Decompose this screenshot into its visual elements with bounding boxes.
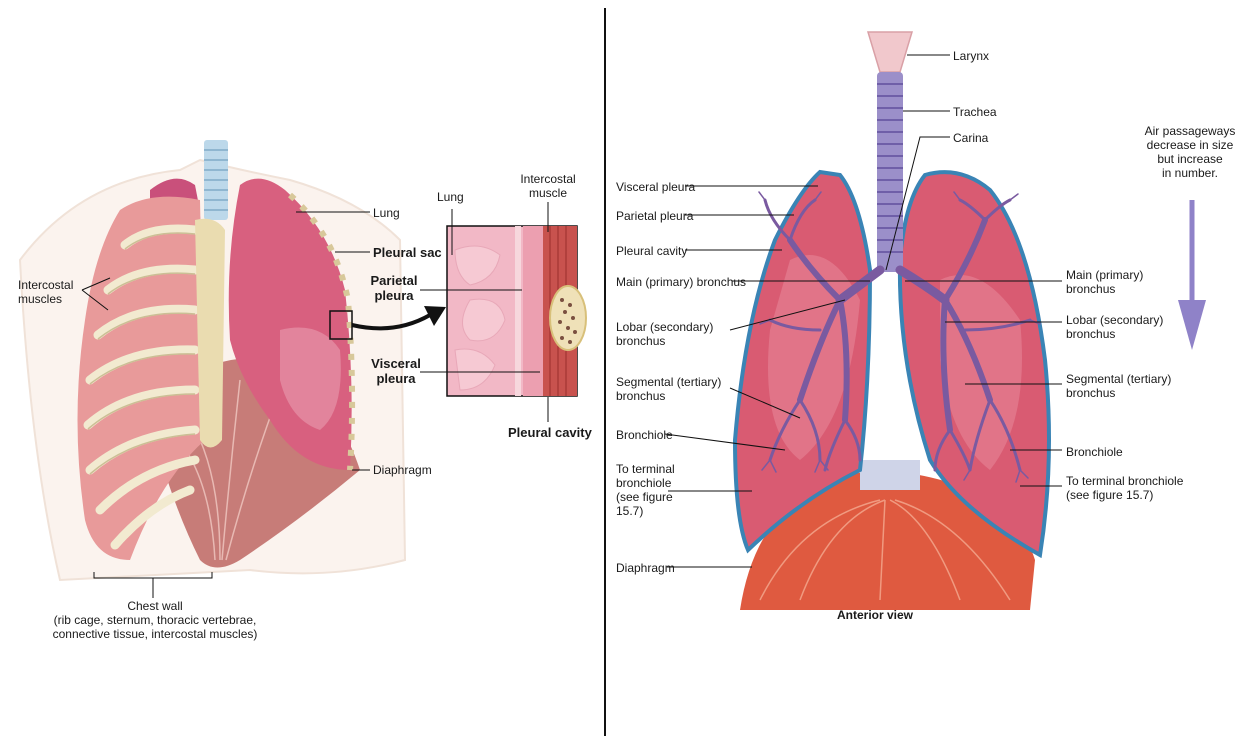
label-bronchiole-left: Bronchiole — [616, 428, 673, 442]
air-passageways-note: Air passageways decrease in size but inc… — [1140, 124, 1239, 180]
view-caption: Anterior view — [820, 608, 930, 623]
label-visceral-pleura: Visceral pleura — [616, 180, 695, 194]
label-diaphragm-right: Diaphragm — [616, 561, 675, 575]
label-main-bronchus-left: Main (primary) bronchus — [616, 275, 746, 289]
inset-label-visceral-pleura: Visceral pleura — [368, 356, 424, 386]
label-pleural-sac: Pleural sac — [373, 245, 442, 260]
label-diaphragm-left: Diaphragm — [373, 463, 432, 477]
label-main-bronchus-right: Main (primary) bronchus — [1066, 268, 1143, 296]
larynx — [868, 32, 912, 72]
label-terminal-bronchiole-left: To terminal bronchiole (see figure 15.7) — [616, 462, 675, 518]
pleura-inset — [447, 226, 586, 396]
label-pleural-cavity: Pleural cavity — [616, 244, 687, 258]
label-bronchiole-right: Bronchiole — [1066, 445, 1123, 459]
label-segmental-bronchus-left: Segmental (tertiary) bronchus — [616, 375, 721, 403]
label-lobar-bronchus-left: Lobar (secondary) bronchus — [616, 320, 713, 348]
label-terminal-bronchiole-right: To terminal bronchiole (see figure 15.7) — [1066, 474, 1183, 502]
label-lung: Lung — [373, 206, 400, 220]
air-passage-arrowhead — [1178, 300, 1206, 350]
inset-label-parietal-pleura: Parietal pleura — [368, 273, 420, 303]
label-carina: Carina — [953, 131, 988, 145]
label-larynx: Larynx — [953, 49, 989, 63]
label-chest-wall-title: Chest wall — [110, 599, 200, 613]
sternum — [195, 219, 225, 448]
label-intercostal-muscles: Intercostal muscles — [18, 278, 73, 306]
inset-label-lung: Lung — [437, 190, 464, 204]
label-parietal-pleura: Parietal pleura — [616, 209, 693, 223]
inset-label-intercostal-muscle: Intercostal muscle — [512, 172, 584, 200]
label-lobar-bronchus-right: Lobar (secondary) bronchus — [1066, 313, 1163, 341]
label-trachea: Trachea — [953, 105, 997, 119]
label-chest-wall-detail: (rib cage, sternum, thoracic vertebrae, … — [30, 613, 280, 641]
label-segmental-bronchus-right: Segmental (tertiary) bronchus — [1066, 372, 1171, 400]
trachea-right — [877, 72, 903, 272]
inset-label-pleural-cavity: Pleural cavity — [508, 425, 592, 440]
